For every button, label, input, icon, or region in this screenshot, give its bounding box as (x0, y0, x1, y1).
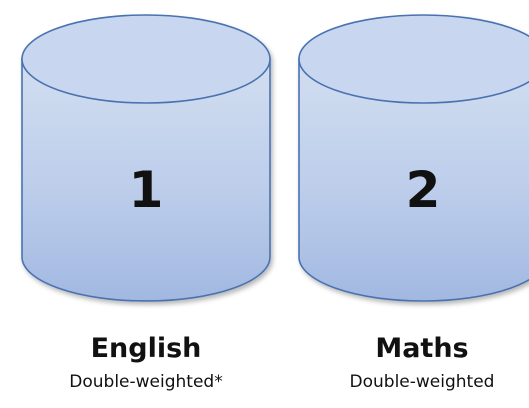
bucket-2-note: Double-weighted (349, 372, 495, 392)
bucket-1-subject: English (90, 333, 202, 364)
bucket-1-lid (21, 14, 271, 104)
bucket-2 (298, 14, 529, 302)
bucket-2-subject: Maths (375, 333, 469, 364)
bucket-2-number: 2 (406, 161, 441, 219)
bucket-1 (21, 14, 271, 302)
bucket-1-body (21, 58, 271, 302)
bucket-1-number: 1 (129, 161, 164, 219)
bucket-2-lid (298, 14, 529, 104)
bucket-2-body (298, 58, 529, 302)
bucket-1-note: Double-weighted* (69, 372, 223, 392)
